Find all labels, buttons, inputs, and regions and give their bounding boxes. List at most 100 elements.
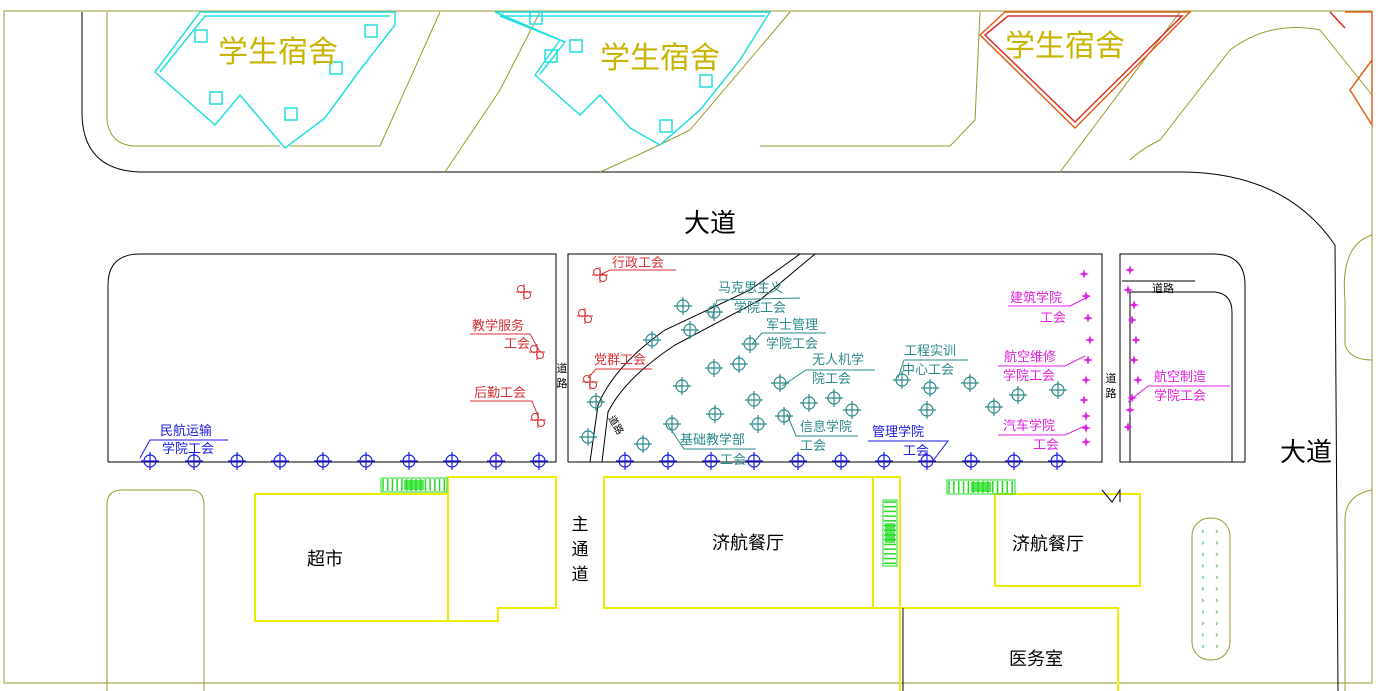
union-uav-line2: 院工会 xyxy=(812,372,851,387)
blue-marker xyxy=(399,451,419,471)
planter-arrow-icon: › xyxy=(1215,562,1219,572)
magenta-marker xyxy=(1125,405,1135,415)
clinic-building[interactable] xyxy=(899,607,1119,691)
right-green-edge-3 xyxy=(1344,489,1373,691)
union-aviation-mfg[interactable]: 航空制造 学院工会 xyxy=(1127,369,1230,404)
magenta-marker xyxy=(1081,375,1091,385)
top-left-inner-edge xyxy=(106,12,280,147)
magenta-marker xyxy=(1125,265,1135,275)
blue-marker xyxy=(961,451,981,471)
union-auto[interactable]: 汽车学院 工会 xyxy=(998,418,1086,453)
main-passage-char-2: 通 xyxy=(572,540,589,560)
union-uav[interactable]: 无人机学 院工会 xyxy=(781,352,875,387)
teal-marker xyxy=(672,376,692,396)
canteen-2-building[interactable] xyxy=(994,493,1141,587)
dorm-building-2 xyxy=(494,11,772,146)
avenue-label-top: 大道 xyxy=(684,209,736,239)
stair-landing xyxy=(970,482,992,492)
union-teaching-service-line1: 教学服务 xyxy=(472,318,524,334)
union-party[interactable]: 党群工会 xyxy=(587,353,652,379)
teal-marker xyxy=(984,397,1004,417)
main-passage-char-3: 道 xyxy=(572,565,589,585)
main-passage-char-1: 主 xyxy=(572,515,589,535)
diagonal-road-right xyxy=(601,253,816,463)
planter-arrow-icon: › xyxy=(1201,642,1205,652)
union-management[interactable]: 管理学院 工会 xyxy=(868,424,950,463)
union-party-line1: 党群工会 xyxy=(594,353,646,368)
teal-marker xyxy=(704,358,724,378)
blue-marker xyxy=(1047,451,1067,471)
blue-marker xyxy=(1004,451,1024,471)
road-label-right-1: 道 xyxy=(1106,371,1117,385)
union-nco-line1: 军士管理 xyxy=(766,318,818,333)
union-civil-aviation[interactable]: 民航运输 学院工会 xyxy=(139,423,228,459)
stair-landing xyxy=(885,523,895,543)
union-basic-line2: 工会 xyxy=(720,453,746,468)
red-marker xyxy=(576,307,594,325)
union-admin[interactable]: 行政工会 xyxy=(599,256,676,276)
blue-marker xyxy=(270,451,290,471)
stair-landing xyxy=(404,480,424,490)
small-road-label: 道路 xyxy=(1152,281,1174,295)
teal-marker xyxy=(740,334,760,354)
magenta-marker xyxy=(1079,269,1089,279)
union-marxism[interactable]: 马克思主义 学院工会 xyxy=(711,281,801,319)
union-engineering[interactable]: 工程实训 中心工会 xyxy=(897,344,968,379)
union-teaching-service[interactable]: 教学服务 工会 xyxy=(470,318,541,353)
teal-marker xyxy=(917,400,937,420)
planter-arrow-icon: › xyxy=(1215,550,1219,560)
union-auto-line1: 汽车学院 xyxy=(1003,418,1055,434)
top-left-green-edge xyxy=(81,12,1339,691)
planter-arrow-icon: › xyxy=(1201,608,1205,618)
planter-arrow-icon: › xyxy=(1215,642,1219,652)
plaza-right-inner xyxy=(1129,291,1233,462)
plaza-left-block xyxy=(107,253,557,463)
blue-marker xyxy=(442,451,462,471)
top-mid-edge-2 xyxy=(444,11,541,173)
union-logistics-line1: 后勤工会 xyxy=(474,386,526,401)
blue-marker xyxy=(658,451,678,471)
teal-marker xyxy=(1008,385,1028,405)
canteen-1-label: 济航餐厅 xyxy=(712,533,784,554)
magenta-marker xyxy=(1083,313,1093,323)
dorm-building-1 xyxy=(153,11,396,150)
blue-marker xyxy=(788,451,808,471)
magenta-marker xyxy=(1131,335,1141,345)
supermarket-building[interactable] xyxy=(254,476,557,622)
union-civil-aviation-line1: 民航运输 xyxy=(160,423,212,439)
teal-marker xyxy=(729,354,749,374)
magenta-marker xyxy=(1081,411,1091,421)
union-aviation-mfg-line2: 学院工会 xyxy=(1154,388,1206,404)
planter-arrow-icon: › xyxy=(1215,527,1219,537)
planter-arrow-icon: › xyxy=(1201,631,1205,641)
union-auto-line2: 工会 xyxy=(1033,438,1059,453)
union-marxism-line1: 马克思主义 xyxy=(718,281,783,296)
blue-marker xyxy=(140,451,160,471)
planter-arrow-icon: › xyxy=(1201,562,1205,572)
magenta-marker xyxy=(1085,335,1095,345)
union-aviation-maint[interactable]: 航空维修 学院工会 xyxy=(998,349,1086,384)
union-nco[interactable]: 军士管理 学院工会 xyxy=(751,318,826,352)
top-right-edge xyxy=(599,11,791,173)
plaza-mid-block xyxy=(567,253,1103,463)
blue-marker xyxy=(529,451,549,471)
union-info-line1: 信息学院 xyxy=(800,419,852,435)
avenue-label-right: 大道 xyxy=(1280,438,1332,468)
clinic-label: 医务室 xyxy=(1009,649,1063,670)
union-civil-aviation-line2: 学院工会 xyxy=(162,441,214,457)
teal-marker xyxy=(744,390,764,410)
dorm-building-3 xyxy=(978,11,1192,130)
union-aviation-mfg-line1: 航空制造 xyxy=(1154,369,1206,385)
teal-marker xyxy=(824,388,844,408)
union-engineering-line1: 工程实训 xyxy=(904,344,956,359)
union-architecture[interactable]: 建筑学院 工会 xyxy=(1008,290,1091,326)
planter-arrow-icon: › xyxy=(1215,619,1219,629)
union-info[interactable]: 信息学院 工会 xyxy=(786,413,858,454)
teal-marker xyxy=(799,393,819,413)
planter-arrow-icon: › xyxy=(1215,596,1219,606)
union-logistics[interactable]: 后勤工会 xyxy=(470,386,539,417)
magenta-marker xyxy=(1081,437,1091,447)
supermarket-label: 超市 xyxy=(307,549,343,570)
stairs-canteen-1 xyxy=(882,499,898,567)
union-basic[interactable]: 基础教学部 工会 xyxy=(667,424,756,468)
